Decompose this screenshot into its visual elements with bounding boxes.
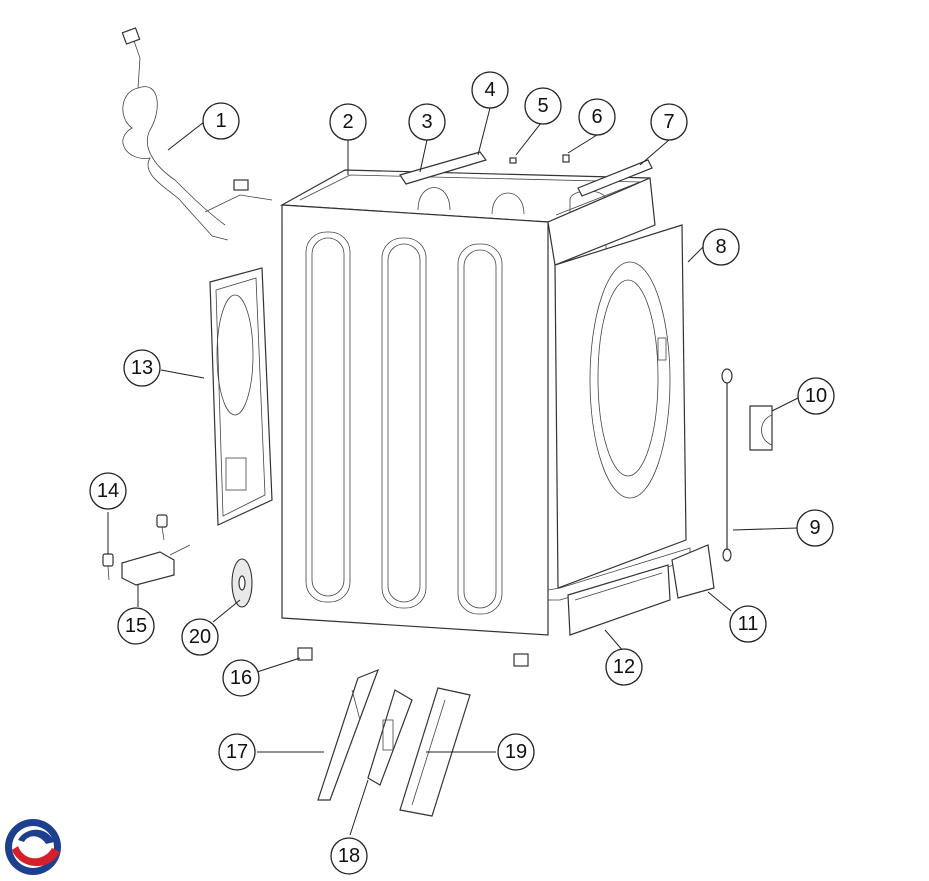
callout-7: 7	[650, 103, 688, 141]
washer-ring	[231, 558, 253, 608]
power-module	[121, 544, 191, 586]
callout-13: 13	[123, 349, 161, 387]
callout-label-3: 3	[421, 111, 432, 133]
brand-logo	[5, 819, 61, 875]
top-rail-left	[399, 151, 487, 185]
rear-panel	[209, 267, 273, 526]
drawer-front	[567, 564, 671, 636]
bracket	[749, 405, 773, 451]
callout-11: 11	[729, 605, 767, 643]
callout-12: 12	[605, 648, 643, 686]
control-board	[367, 689, 413, 786]
callout-4: 4	[471, 71, 509, 109]
callout-8: 8	[702, 228, 740, 266]
callout-3: 3	[408, 103, 446, 141]
callout-20: 20	[181, 618, 219, 656]
callout-1: 1	[202, 102, 240, 140]
callout-14: 14	[89, 472, 127, 510]
callout-label-11: 11	[738, 613, 759, 635]
feet	[297, 647, 529, 667]
control-bracket	[317, 668, 380, 801]
callout-label-20: 20	[189, 626, 211, 648]
callout-label-13: 13	[131, 357, 153, 379]
callout-15: 15	[117, 607, 155, 645]
callout-6: 6	[578, 98, 616, 136]
callout-label-2: 2	[342, 111, 353, 133]
callout-9: 9	[796, 509, 834, 547]
callout-19: 19	[497, 733, 535, 771]
callout-label-1: 1	[215, 110, 226, 132]
top-rail-right	[577, 159, 653, 197]
callout-label-4: 4	[484, 79, 495, 101]
callout-label-5: 5	[537, 95, 548, 117]
power-cord	[121, 27, 273, 241]
callout-label-14: 14	[97, 480, 119, 502]
callout-label-17: 17	[226, 741, 248, 763]
callout-label-10: 10	[805, 385, 827, 407]
leader-lines	[107, 107, 799, 836]
callout-5: 5	[524, 87, 562, 125]
callout-10: 10	[797, 377, 835, 415]
callout-label-12: 12	[613, 656, 635, 678]
callout-label-8: 8	[715, 236, 726, 258]
callout-17: 17	[218, 733, 256, 771]
callout-label-18: 18	[338, 845, 360, 867]
drawer-side	[671, 544, 715, 599]
callout-18: 18	[330, 837, 368, 875]
screws-14	[102, 514, 168, 581]
callout-label-15: 15	[125, 615, 147, 637]
support-rod	[721, 368, 733, 562]
callout-16: 16	[222, 659, 260, 697]
callout-label-16: 16	[230, 667, 252, 689]
callout-label-19: 19	[505, 741, 527, 763]
callout-2: 2	[329, 103, 367, 141]
callout-label-6: 6	[591, 106, 602, 128]
cabinet	[279, 169, 691, 636]
callout-label-9: 9	[809, 517, 820, 539]
callout-label-7: 7	[663, 111, 674, 133]
screws-5-6	[509, 154, 570, 164]
